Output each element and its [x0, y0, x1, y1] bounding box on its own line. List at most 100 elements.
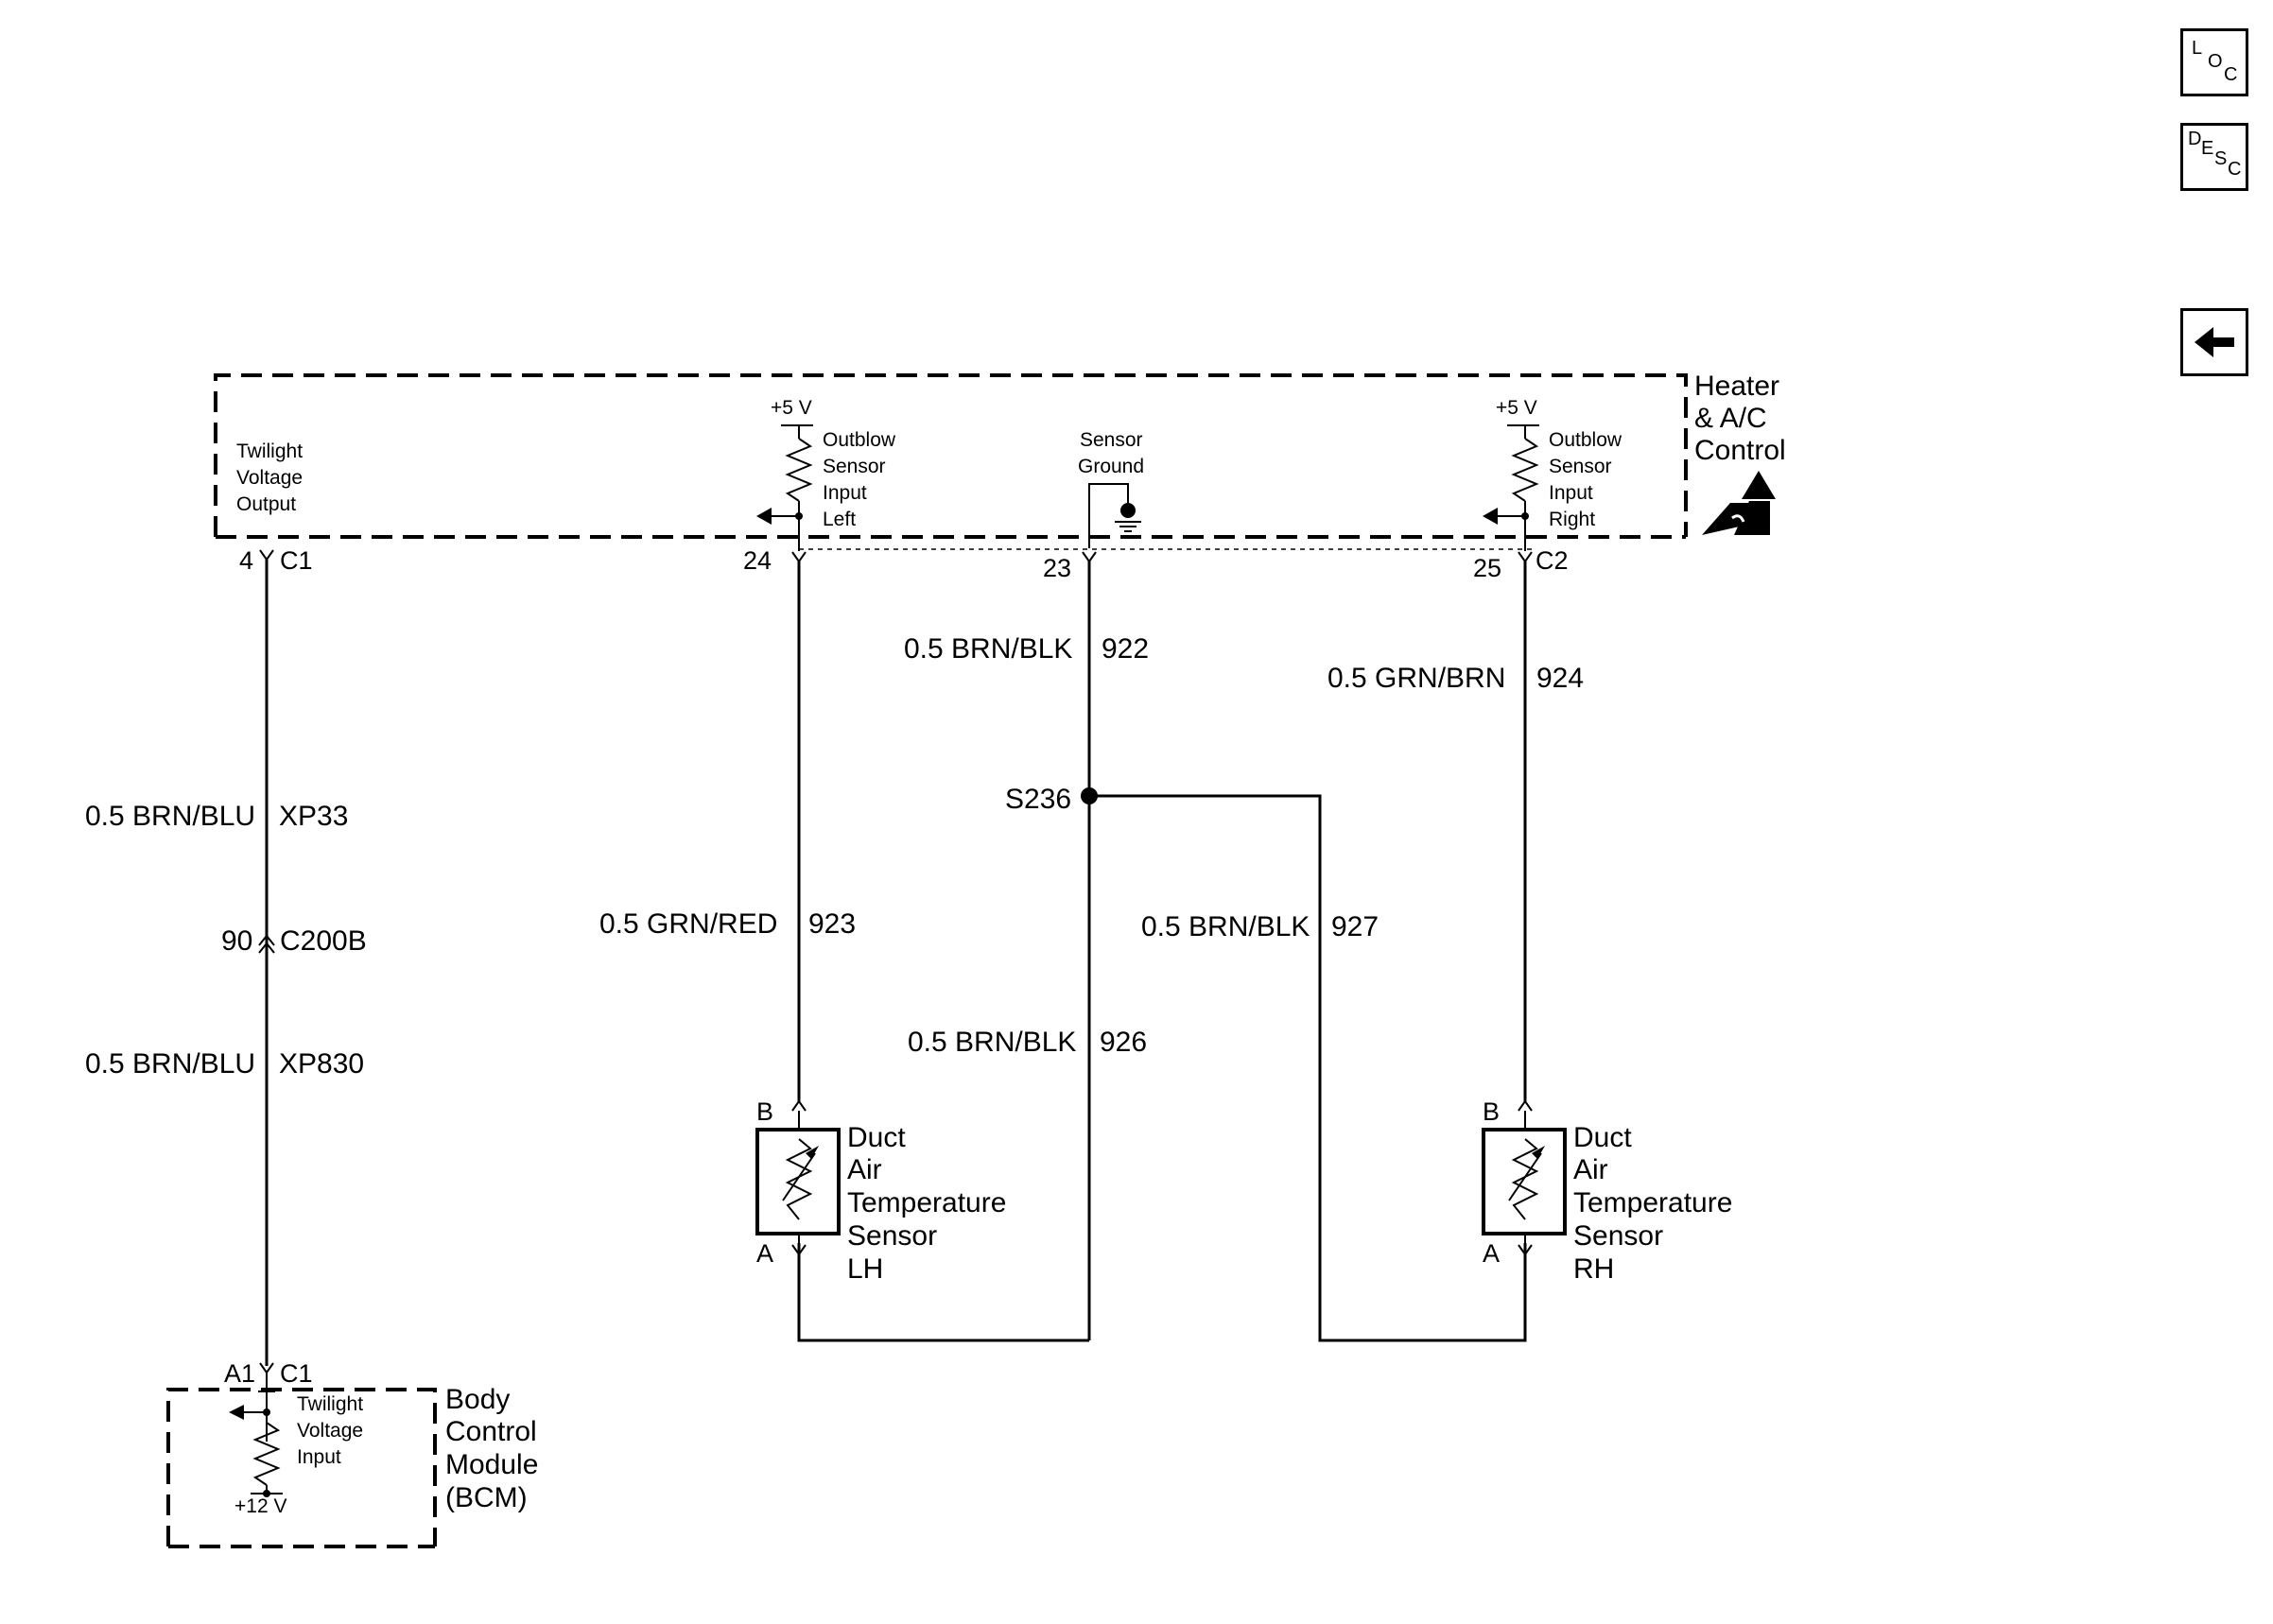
- connector-c1-top: C1: [280, 546, 313, 575]
- bcm-name-3: Module: [445, 1449, 538, 1480]
- pin-23-terminal: [1082, 551, 1097, 563]
- wire-923-circuit: 923: [808, 908, 856, 940]
- supply-5v-right: +5 V: [1496, 397, 1537, 419]
- sensor-lh-label-3: Temperature: [847, 1187, 1006, 1218]
- splice-s236-label: S236: [1005, 784, 1071, 815]
- bcm-supply-12v: +12 V: [234, 1495, 286, 1517]
- hvac-control-module: Heater & A/C Control Twilight Voltage Ou…: [214, 371, 1786, 551]
- sensor-lh-label-5: LH: [847, 1253, 883, 1285]
- pin-23: 23: [1043, 554, 1071, 582]
- wires: [265, 560, 1527, 1366]
- bcm-twilight-label-1: Twilight: [297, 1393, 363, 1415]
- back-button[interactable]: [2180, 308, 2248, 376]
- hvac-module-name-3: Control: [1694, 435, 1786, 466]
- sensor-ground-label-1: Sensor: [1080, 429, 1143, 451]
- sensor-lh-label-2: Air: [847, 1154, 882, 1185]
- wire-927-circuit: 927: [1331, 911, 1379, 942]
- wire-xp33-color: 0.5 BRN/BLU: [85, 801, 255, 832]
- bcm-name-4: (BCM): [445, 1482, 528, 1513]
- pin-4: 4: [239, 546, 253, 575]
- sensor-ground-circuit: Sensor Ground: [1078, 429, 1144, 548]
- splice-s236-dot: [1081, 787, 1098, 804]
- module-connector-pins: 4 C1 24 23 25 C2: [239, 546, 1569, 582]
- outblow-right-circuit: +5 V Outblow Sensor Input Right: [1483, 397, 1622, 551]
- esd-warning-icon: [1702, 471, 1776, 535]
- duct-sensor-lh: B A Duct Air Temperature Sensor LH: [755, 1097, 1006, 1285]
- sensor-rh-label-5: RH: [1573, 1253, 1614, 1285]
- twilight-output-label-1: Twilight: [236, 441, 303, 462]
- outblow-right-label-2: Sensor: [1549, 456, 1612, 477]
- wire-xp830-color: 0.5 BRN/BLU: [85, 1048, 255, 1080]
- sensor-lh-label-1: Duct: [847, 1122, 906, 1153]
- outblow-left-label-2: Sensor: [823, 456, 886, 477]
- c200b-terminal-bottom: [258, 942, 275, 954]
- sensor-lh-pin-a: A: [756, 1239, 773, 1268]
- bcm-name-2: Control: [445, 1416, 537, 1447]
- left-arrow-icon: [2195, 327, 2234, 357]
- thermistor-icon: [785, 1138, 813, 1220]
- wire-922-color: 0.5 BRN/BLK: [904, 633, 1072, 665]
- sensor-rh-pin-b: B: [1483, 1097, 1500, 1126]
- sensor-rh-label-2: Air: [1573, 1154, 1608, 1185]
- sensor-rh-label-4: Sensor: [1573, 1220, 1663, 1252]
- pin-24: 24: [743, 546, 772, 575]
- connector-c2: C2: [1536, 546, 1569, 575]
- loc-letter-o: O: [2208, 51, 2223, 72]
- desc-button[interactable]: D E S C: [2180, 123, 2248, 191]
- outblow-left-label-4: Left: [823, 509, 856, 530]
- c200b-terminal-top: [258, 934, 275, 946]
- outblow-right-label-3: Input: [1549, 482, 1593, 504]
- desc-letter-d: D: [2188, 129, 2202, 149]
- sensor-rh-label-3: Temperature: [1573, 1187, 1732, 1218]
- twilight-output-label-2: Voltage: [236, 467, 303, 489]
- wire-xp830-circuit: XP830: [279, 1048, 364, 1080]
- pin-25: 25: [1473, 554, 1501, 582]
- desc-letter-c: C: [2228, 159, 2242, 180]
- bcm-boundary: [166, 1388, 437, 1546]
- wire-924-circuit: 924: [1536, 663, 1584, 694]
- wire-924-color: 0.5 GRN/BRN: [1327, 663, 1505, 694]
- wire-lh-ground: [797, 1243, 1089, 1342]
- wire-922-circuit: 922: [1102, 633, 1149, 665]
- hvac-module-name-1: Heater: [1694, 371, 1779, 402]
- body-control-module: A1 C1 +12 V Twilight Voltage Input Body …: [166, 1359, 538, 1548]
- wire-927-color: 0.5 BRN/BLK: [1141, 911, 1310, 942]
- supply-5v-left: +5 V: [771, 397, 812, 419]
- loc-letter-c: C: [2224, 64, 2238, 85]
- sensor-rh-pin-a: A: [1483, 1239, 1500, 1268]
- bcm-twilight-label-3: Input: [297, 1446, 341, 1468]
- pin-90: 90: [221, 925, 252, 957]
- pin-25-terminal: [1518, 551, 1533, 563]
- outblow-left-label-1: Outblow: [823, 429, 896, 451]
- sensor-lh-label-4: Sensor: [847, 1220, 937, 1252]
- wire-923-color: 0.5 GRN/RED: [599, 908, 777, 940]
- bcm-twilight-label-2: Voltage: [297, 1420, 363, 1442]
- arrow-left-icon: [756, 508, 772, 525]
- outblow-left-label-3: Input: [823, 482, 867, 504]
- loc-button[interactable]: L O C: [2180, 28, 2248, 96]
- duct-sensor-rh: B A Duct Air Temperature Sensor RH: [1482, 1097, 1732, 1285]
- loc-letter-l: L: [2192, 38, 2203, 59]
- outblow-left-circuit: +5 V Outblow Sensor Input Left: [756, 397, 896, 551]
- desc-letter-e: E: [2201, 138, 2214, 159]
- outblow-right-label-1: Outblow: [1549, 429, 1622, 451]
- hvac-module-boundary: [214, 373, 1688, 537]
- wire-xp33-circuit: XP33: [279, 801, 348, 832]
- bcm-name-1: Body: [445, 1384, 510, 1415]
- hvac-module-name-2: & A/C: [1694, 403, 1767, 434]
- outblow-right-label-4: Right: [1549, 509, 1595, 530]
- wire-926-circuit: 926: [1100, 1027, 1147, 1058]
- wire-labels: 0.5 BRN/BLU XP33 90 C200B 0.5 BRN/BLU XP…: [85, 633, 1584, 1080]
- sensor-lh-pin-b: B: [756, 1097, 773, 1126]
- arrow-left-icon: [229, 1405, 244, 1420]
- thermistor-icon: [1511, 1138, 1539, 1220]
- pin-4-terminal: [259, 549, 274, 561]
- connector-c200b: C200B: [280, 925, 367, 957]
- bcm-connector-c1: C1: [280, 1359, 313, 1388]
- sensor-rh-label-1: Duct: [1573, 1122, 1632, 1153]
- wire-927: [1089, 794, 1527, 1342]
- twilight-output-label-3: Output: [236, 493, 296, 515]
- bcm-pin-a1: A1: [224, 1359, 255, 1388]
- desc-letter-s: S: [2214, 148, 2228, 169]
